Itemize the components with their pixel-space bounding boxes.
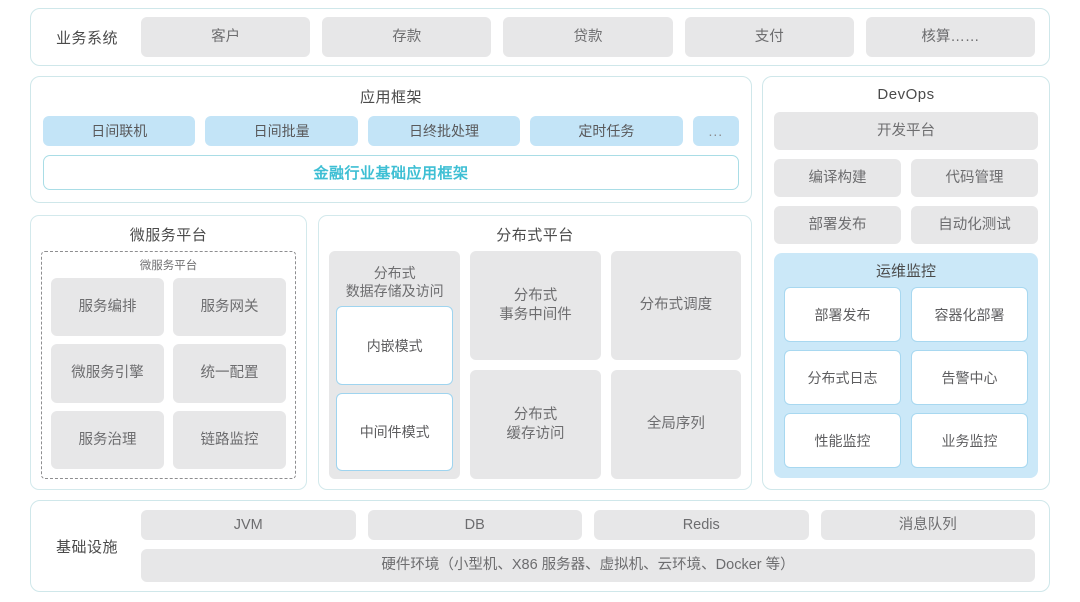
distributed-item[interactable]: 分布式 事务中间件 bbox=[470, 251, 601, 360]
microservice-platform-section: 微服务平台 微服务平台 服务编排 服务网关 微服务引擎 统一配置 服务治理 链路… bbox=[30, 215, 307, 490]
distributed-item[interactable]: 全局序列 bbox=[610, 370, 741, 479]
devops-item[interactable]: 代码管理 bbox=[911, 159, 1038, 197]
microservice-item[interactable]: 统一配置 bbox=[173, 344, 286, 403]
devops-item-row: 部署发布 自动化测试 bbox=[774, 206, 1038, 244]
microservice-item[interactable]: 服务网关 bbox=[173, 278, 286, 337]
distributed-item-text: 分布式 事务中间件 bbox=[499, 287, 572, 323]
devops-item[interactable]: 编译构建 bbox=[774, 159, 901, 197]
microservice-item[interactable]: 链路监控 bbox=[173, 410, 286, 469]
app-framework-tag[interactable]: 定时任务 bbox=[530, 116, 683, 146]
distributed-item-text: 分布式调度 bbox=[639, 297, 713, 314]
infrastructure-label: 基础设施 bbox=[55, 538, 118, 556]
business-system-item[interactable]: 客户 bbox=[141, 17, 311, 57]
devops-item-row: 编译构建 代码管理 bbox=[774, 159, 1038, 197]
app-framework-tag[interactable]: 日间联机 bbox=[43, 116, 196, 146]
ops-monitoring-item[interactable]: 性能监控 bbox=[784, 413, 901, 468]
devops-item[interactable]: 自动化测试 bbox=[911, 206, 1038, 244]
devops-item[interactable]: 部署发布 bbox=[774, 206, 901, 244]
infrastructure-item-row: JVM DB Redis 消息队列 bbox=[141, 510, 1035, 540]
distributed-data-store-card[interactable]: 分布式 数据存储及访问 内嵌模式 中间件模式 bbox=[329, 251, 461, 479]
ops-monitoring-grid: 部署发布 容器化部署 分布式日志 告警中心 性能监控 业务监控 bbox=[784, 287, 1028, 468]
infrastructure-section: 基础设施 JVM DB Redis 消息队列 硬件环境（小型机、X86 服务器、… bbox=[30, 500, 1050, 592]
distributed-item-grid: 分布式 数据存储及访问 内嵌模式 中间件模式 bbox=[329, 251, 741, 479]
microservice-platform-inner-box: 微服务平台 服务编排 服务网关 微服务引擎 统一配置 服务治理 链路监控 bbox=[41, 251, 296, 479]
distributed-item-line2: 缓存访问 bbox=[506, 425, 565, 442]
distributed-item-text: 全局序列 bbox=[646, 416, 705, 433]
devops-column: DevOps 开发平台 编译构建 代码管理 部署发布 自动化测试 运维监控 部署… bbox=[762, 76, 1050, 490]
distributed-data-store-modes: 内嵌模式 中间件模式 bbox=[336, 306, 454, 471]
middle-region: 应用框架 日间联机 日间批量 日终批处理 定时任务 ... 金融行业基础应用框架… bbox=[30, 76, 1050, 490]
devops-section: DevOps 开发平台 编译构建 代码管理 部署发布 自动化测试 运维监控 部署… bbox=[762, 76, 1050, 490]
distributed-data-store-title-line1: 分布式 bbox=[373, 265, 416, 281]
distributed-data-store-column: 分布式 数据存储及访问 内嵌模式 中间件模式 bbox=[329, 251, 461, 479]
distributed-data-store-title: 分布式 数据存储及访问 bbox=[336, 259, 453, 306]
app-framework-tag-row: 日间联机 日间批量 日终批处理 定时任务 ... bbox=[43, 116, 740, 146]
microservice-platform-title: 微服务平台 bbox=[129, 227, 208, 244]
ops-monitoring-item[interactable]: 部署发布 bbox=[784, 287, 901, 342]
ops-monitoring-section: 运维监控 部署发布 容器化部署 分布式日志 告警中心 性能监控 业务监控 bbox=[774, 253, 1038, 478]
distributed-item-text: 分布式 缓存访问 bbox=[507, 406, 565, 442]
infrastructure-item[interactable]: JVM bbox=[141, 510, 356, 540]
devops-platform-item[interactable]: 开发平台 bbox=[774, 112, 1038, 150]
business-system-item[interactable]: 核算…… bbox=[865, 17, 1036, 57]
business-systems-label: 业务系统 bbox=[55, 29, 118, 47]
infrastructure-item[interactable]: Redis bbox=[594, 510, 809, 540]
infrastructure-hardware-row: 硬件环境（小型机、X86 服务器、虚拟机、云环境、Docker 等） bbox=[141, 549, 1035, 582]
infrastructure-stack: JVM DB Redis 消息队列 硬件环境（小型机、X86 服务器、虚拟机、云… bbox=[141, 510, 1035, 582]
infrastructure-item[interactable]: DB bbox=[367, 510, 582, 540]
platform-row: 微服务平台 微服务平台 服务编排 服务网关 微服务引擎 统一配置 服务治理 链路… bbox=[30, 215, 752, 490]
ops-monitoring-title: 运维监控 bbox=[875, 263, 936, 280]
app-framework-tag[interactable]: 日间批量 bbox=[205, 116, 358, 146]
microservice-item[interactable]: 服务编排 bbox=[51, 278, 164, 337]
distributed-item-line1: 分布式 bbox=[513, 407, 558, 424]
app-framework-section: 应用框架 日间联机 日间批量 日终批处理 定时任务 ... 金融行业基础应用框架 bbox=[30, 76, 752, 203]
distributed-platform-section: 分布式平台 分布式 数据存储及访问 内嵌模式 中间件模式 bbox=[318, 215, 752, 490]
microservice-item[interactable]: 微服务引擎 bbox=[51, 344, 164, 403]
business-systems-section: 业务系统 客户 存款 贷款 支付 核算…… bbox=[30, 8, 1050, 66]
microservice-platform-subtitle: 微服务平台 bbox=[139, 260, 198, 272]
app-framework-tag[interactable]: 日终批处理 bbox=[367, 116, 521, 146]
business-system-item[interactable]: 支付 bbox=[684, 17, 854, 57]
distributed-platform-title: 分布式平台 bbox=[496, 227, 574, 244]
data-store-mode[interactable]: 中间件模式 bbox=[336, 392, 454, 471]
app-framework-title: 应用框架 bbox=[359, 89, 422, 106]
ops-monitoring-item[interactable]: 告警中心 bbox=[911, 350, 1028, 405]
distributed-item[interactable]: 分布式调度 bbox=[610, 251, 741, 360]
distributed-data-store-title-line2: 数据存储及访问 bbox=[345, 283, 444, 300]
base-application-framework[interactable]: 金融行业基础应用框架 bbox=[43, 155, 739, 190]
business-system-item[interactable]: 贷款 bbox=[503, 17, 673, 57]
data-store-mode[interactable]: 内嵌模式 bbox=[336, 306, 454, 385]
platform-column: 应用框架 日间联机 日间批量 日终批处理 定时任务 ... 金融行业基础应用框架… bbox=[30, 76, 752, 490]
ops-monitoring-item[interactable]: 分布式日志 bbox=[784, 350, 901, 405]
distributed-item-line2: 事务中间件 bbox=[499, 306, 572, 323]
business-system-item[interactable]: 存款 bbox=[322, 17, 492, 57]
distributed-item-line1: 分布式 bbox=[513, 288, 558, 305]
infrastructure-item[interactable]: 消息队列 bbox=[820, 510, 1035, 540]
app-framework-tag-more[interactable]: ... bbox=[692, 116, 740, 146]
microservice-item[interactable]: 服务治理 bbox=[51, 410, 164, 469]
ops-monitoring-item[interactable]: 业务监控 bbox=[911, 413, 1028, 468]
ops-monitoring-item[interactable]: 容器化部署 bbox=[911, 287, 1028, 342]
microservice-item-grid: 服务编排 服务网关 微服务引擎 统一配置 服务治理 链路监控 bbox=[51, 278, 286, 469]
devops-title: DevOps bbox=[877, 86, 935, 103]
distributed-other-items: 分布式 事务中间件 分布式调度 分布式 缓存访问 bbox=[470, 251, 741, 479]
hardware-environment-item[interactable]: 硬件环境（小型机、X86 服务器、虚拟机、云环境、Docker 等） bbox=[141, 549, 1035, 582]
distributed-item[interactable]: 分布式 缓存访问 bbox=[470, 370, 601, 479]
